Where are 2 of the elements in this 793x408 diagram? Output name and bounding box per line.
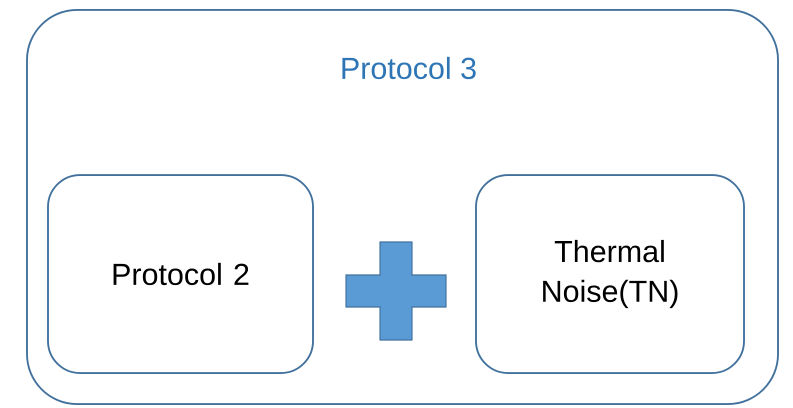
- process-box: Protocol 2: [47, 174, 314, 374]
- process-box: Thermal Noise(TN): [475, 174, 745, 374]
